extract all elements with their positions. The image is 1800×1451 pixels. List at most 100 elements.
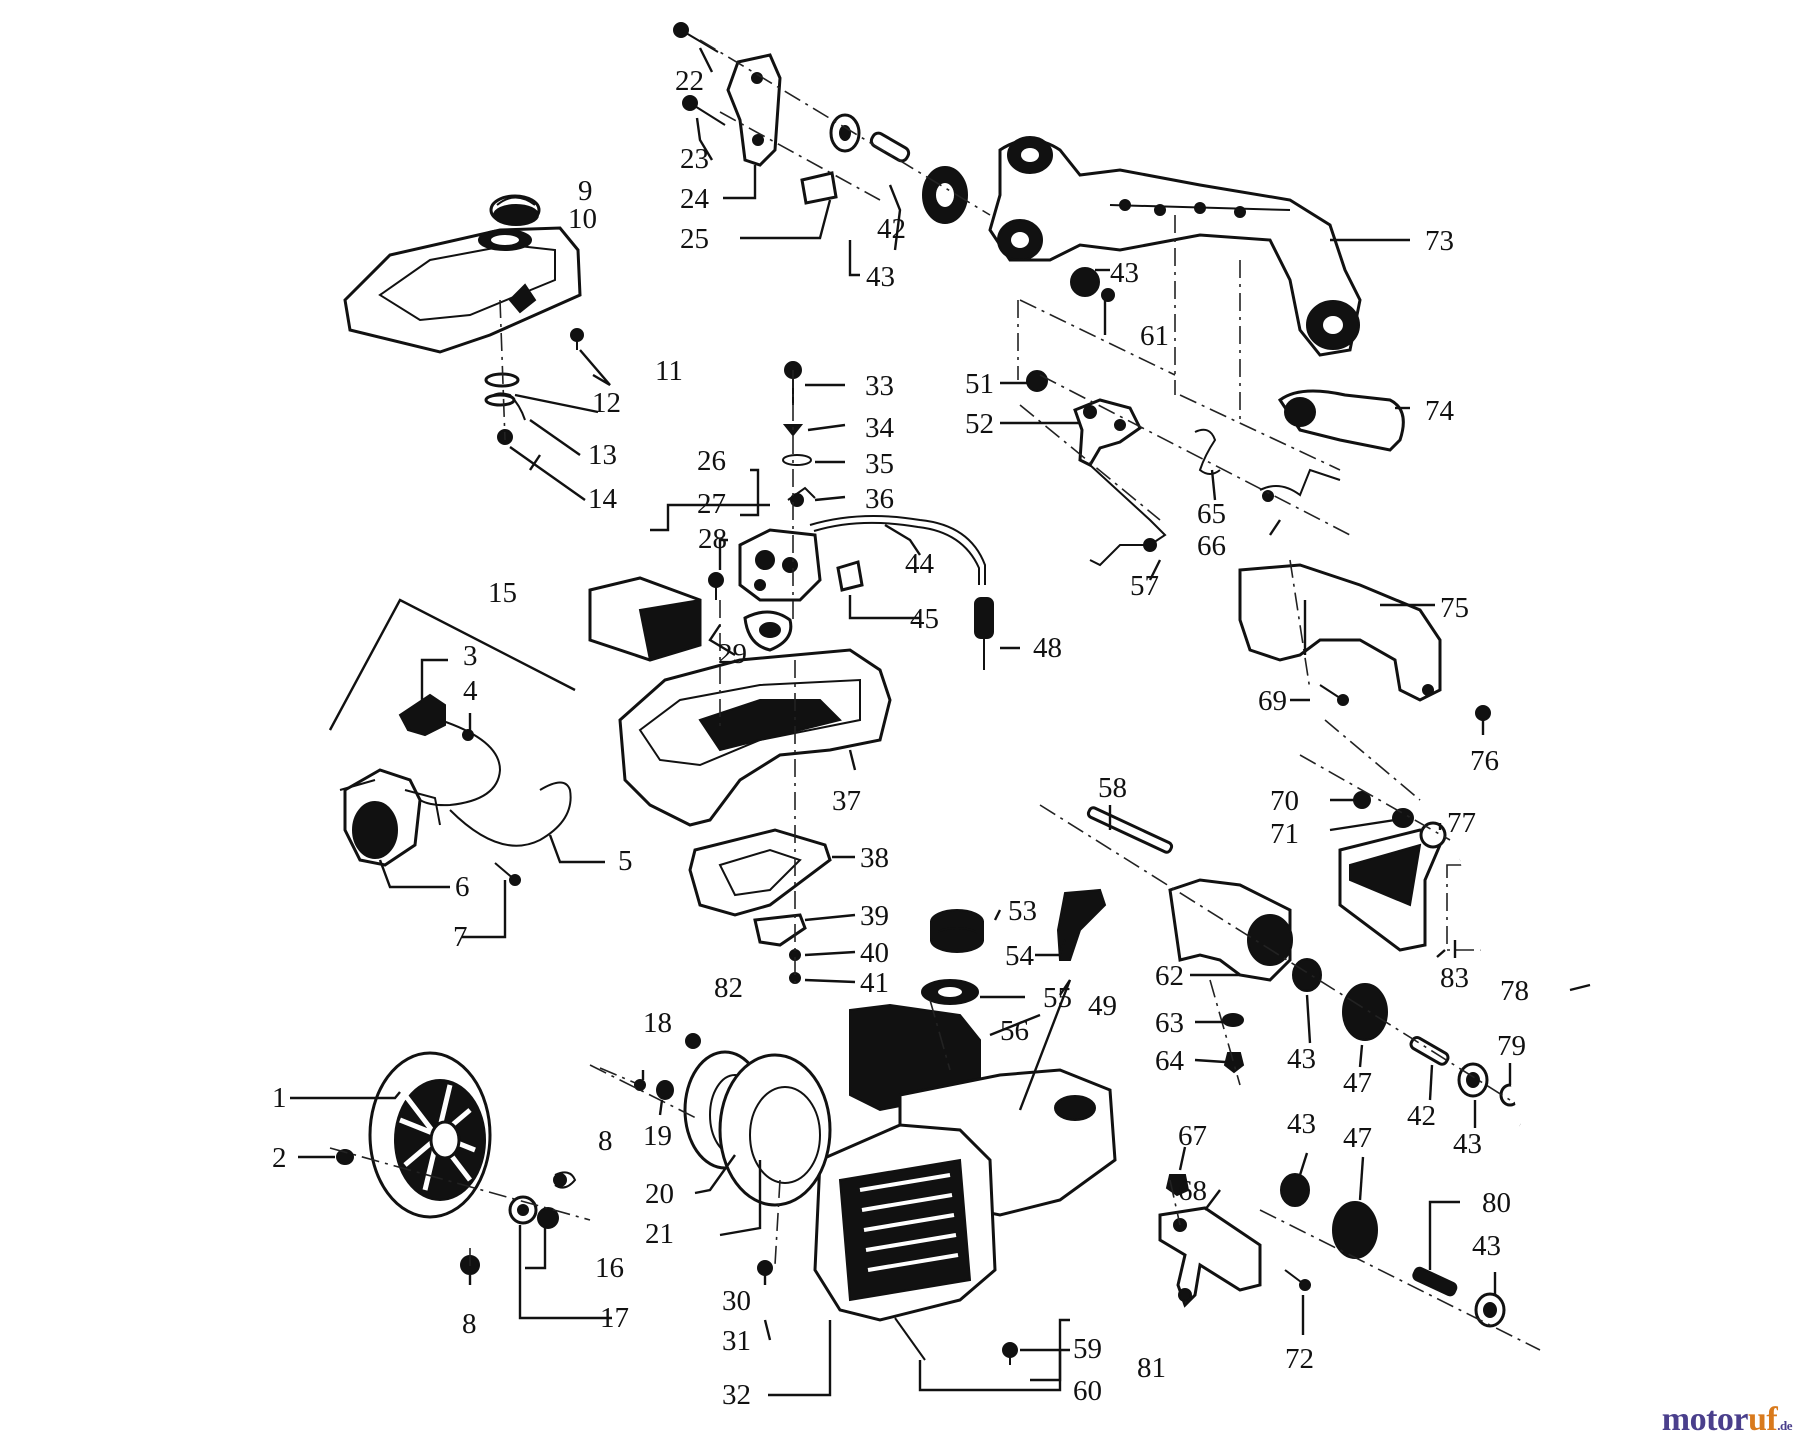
- fuel-tank-56-drawing: [849, 1003, 981, 1112]
- watermark-brand-a: motor: [1661, 1401, 1749, 1438]
- spark-plug-boot-3-drawing: [398, 693, 446, 737]
- starter-housing-drawing: [813, 1123, 997, 1322]
- part-label-43-mount: 43: [1287, 1043, 1316, 1075]
- part-label-36: 36: [865, 483, 894, 515]
- part-label-11: 11: [655, 355, 683, 387]
- flywheel-1-drawing: [368, 1051, 492, 1219]
- part-label-72: 72: [1285, 1343, 1314, 1375]
- part-label-26: 26: [697, 445, 726, 477]
- part-label-8-top: 8: [598, 1125, 613, 1157]
- part-label-10: 10: [568, 203, 597, 235]
- part-label-31: 31: [722, 1325, 751, 1357]
- screw-18-drawing: [599, 1067, 646, 1091]
- part-label-14: 14: [588, 483, 618, 515]
- part-label-29: 29: [718, 638, 747, 670]
- part-label-83: 83: [1440, 962, 1469, 994]
- part-label-79: 79: [1497, 1030, 1526, 1062]
- part-label-32: 32: [722, 1379, 751, 1411]
- ignition-module-6-drawing: [339, 768, 441, 867]
- part-label-82: 82: [714, 972, 743, 1004]
- part-label-42-right: 42: [1407, 1100, 1436, 1132]
- watermark-brand-b: uf: [1748, 1401, 1778, 1438]
- part-label-60: 60: [1073, 1375, 1102, 1407]
- screw-30-drawing: [757, 1260, 773, 1276]
- part-label-12: 12: [592, 387, 621, 419]
- clip-13-drawing: [484, 392, 526, 421]
- part-label-43-bottom: 43: [1472, 1230, 1501, 1262]
- part-number-labels: 1 2 3 4 5 6 7 8 8 9 10 11 12 13 14 15 16…: [272, 65, 1529, 1411]
- washer-43f-drawing: [1474, 1292, 1506, 1328]
- part-label-48: 48: [1033, 632, 1062, 664]
- part-label-28: 28: [698, 523, 727, 555]
- part-label-54: 54: [1005, 940, 1035, 972]
- washer-43c-drawing: [1292, 958, 1322, 992]
- part-label-30: 30: [722, 1285, 751, 1317]
- part-label-21: 21: [645, 1218, 674, 1250]
- crankcase-cover-37-drawing: [618, 648, 892, 827]
- plate-25-drawing: [800, 171, 838, 205]
- part-label-45: 45: [910, 603, 939, 635]
- part-label-49: 49: [1088, 990, 1117, 1022]
- part-label-55: 55: [1043, 982, 1072, 1014]
- part-label-24: 24: [680, 183, 710, 215]
- screw-23-drawing: [682, 95, 726, 126]
- bracket-24-drawing: [726, 53, 782, 167]
- pin-42b-drawing: [1409, 1036, 1450, 1066]
- fuel-filter-48-drawing: [974, 597, 994, 670]
- part-label-77: 77: [1447, 807, 1476, 839]
- part-label-43-rear: 43: [1287, 1108, 1316, 1140]
- trigger-spring-66-drawing: [1259, 468, 1341, 502]
- fuel-cap-9-drawing: [489, 194, 541, 226]
- plate-39-drawing: [753, 913, 807, 947]
- nut-61-drawing: [1101, 288, 1115, 302]
- part-label-6: 6: [455, 871, 470, 903]
- part-label-25: 25: [680, 223, 709, 255]
- screw-72-drawing: [1284, 1269, 1311, 1291]
- pulley-53-drawing: [930, 909, 984, 953]
- part-label-62: 62: [1155, 960, 1184, 992]
- screw-7-drawing: [494, 862, 521, 886]
- part-label-65: 65: [1197, 498, 1226, 530]
- screw-69-drawing: [1319, 684, 1349, 706]
- part-label-67: 67: [1178, 1120, 1207, 1152]
- washer-43b-drawing: [1070, 267, 1100, 297]
- carburetor-26-drawing: [738, 528, 822, 602]
- screw-59-drawing: [1002, 1342, 1018, 1365]
- link-rod-57-drawing: [1089, 464, 1167, 567]
- ignition-wire-5-drawing: [419, 719, 572, 847]
- screw-28-drawing: [708, 572, 724, 600]
- part-label-34: 34: [865, 412, 895, 444]
- air-filter-27-drawing: [588, 576, 702, 662]
- motoruf-watermark-logo: motoruf.de: [1661, 1401, 1793, 1439]
- throttle-trigger-74-drawing: [1277, 389, 1405, 452]
- washer-43d-drawing: [1457, 1062, 1489, 1098]
- buffer-47b-drawing: [1332, 1201, 1378, 1259]
- part-label-15: 15: [488, 577, 517, 609]
- part-label-73: 73: [1425, 225, 1454, 257]
- washer-19-drawing: [656, 1080, 674, 1100]
- part-label-23: 23: [680, 143, 709, 175]
- handle-frame-73-drawing: [988, 136, 1362, 357]
- part-label-58: 58: [1098, 772, 1127, 804]
- part-label-37: 37: [832, 785, 861, 817]
- part-label-8-bottom: 8: [462, 1308, 477, 1340]
- part-label-47-rear: 47: [1343, 1122, 1372, 1154]
- part-label-1: 1: [272, 1082, 287, 1114]
- screw-22-drawing: [673, 22, 719, 53]
- part-label-52: 52: [965, 408, 994, 440]
- spring-65-drawing: [1194, 428, 1221, 475]
- air-filter-cover-10-drawing: [343, 226, 582, 354]
- grommet-45-drawing: [836, 560, 864, 592]
- fuel-line-44-drawing: [809, 515, 986, 585]
- part-label-9: 9: [578, 175, 593, 207]
- part-label-17: 17: [600, 1302, 629, 1334]
- part-label-81: 81: [1137, 1352, 1166, 1384]
- washer-51-drawing: [1026, 370, 1048, 392]
- part-label-19: 19: [643, 1120, 672, 1152]
- part-label-16: 16: [595, 1252, 624, 1284]
- part-label-69: 69: [1258, 685, 1287, 717]
- part-label-80: 80: [1482, 1187, 1511, 1219]
- part-label-75: 75: [1440, 592, 1469, 624]
- clip-36-drawing: [787, 486, 816, 507]
- key-2-drawing: [336, 1149, 354, 1165]
